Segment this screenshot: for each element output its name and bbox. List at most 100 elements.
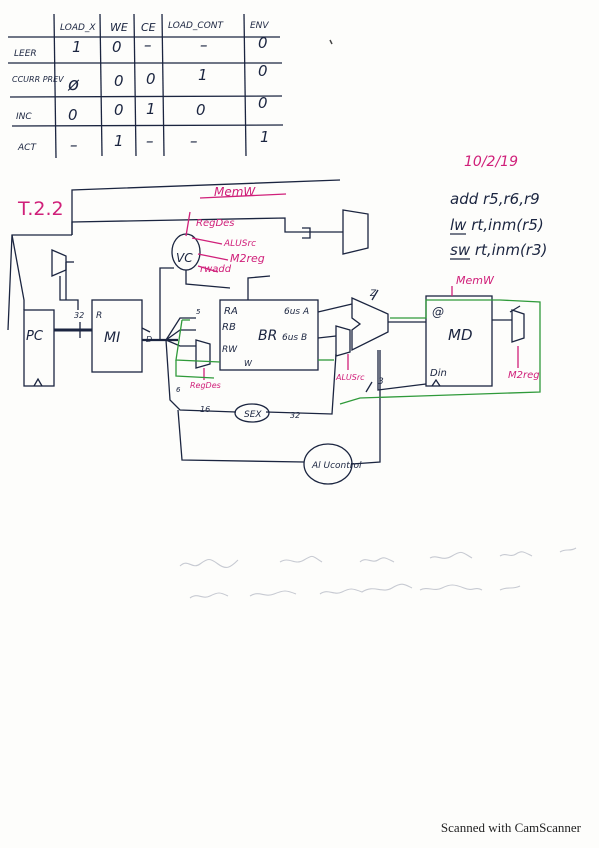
- scanner-watermark: Scanned with CamScanner: [440, 820, 581, 835]
- wire-mux-to-pc: [59, 276, 79, 310]
- table-col-line: [53, 13, 57, 159]
- cell-leer-ce: –: [144, 36, 152, 54]
- md-box: [425, 295, 493, 387]
- pc-box: [23, 309, 55, 387]
- label-md: MD: [448, 326, 473, 344]
- sig-rwadd: [197, 265, 219, 273]
- wire-d-tick: [141, 327, 151, 333]
- wire-br-top: [247, 275, 271, 300]
- wire-zero: [371, 289, 379, 301]
- wire-3-tick: [365, 381, 373, 393]
- row-label-act: ACT: [17, 143, 37, 153]
- green-loop: [339, 299, 541, 405]
- label-5: 5: [196, 308, 201, 316]
- instruction-notes: 10/2/19 add r5,r6,r9 lw rt,inm(r5) sw rt…: [450, 154, 547, 259]
- th-we: WE: [110, 21, 128, 34]
- label-32a: 32: [74, 311, 84, 320]
- label-alusrc: ALUSrc: [223, 239, 256, 249]
- table-col-line: [161, 13, 165, 157]
- label-vc: VC: [176, 251, 193, 265]
- table-col-line: [243, 13, 247, 157]
- pc-clock: [33, 377, 43, 387]
- th-env: ENV: [250, 21, 269, 31]
- label-at: @: [432, 305, 444, 319]
- sig-alusrc: [191, 237, 223, 245]
- wire-busa: [317, 303, 353, 313]
- stray-mark: [329, 39, 333, 45]
- wire-sext-to-mux: [265, 353, 337, 415]
- label-3: 3: [378, 377, 384, 387]
- sig-m2reg: [197, 253, 229, 261]
- wire-left-down: [11, 234, 25, 310]
- cell-ccurr-we: 0: [114, 72, 124, 90]
- label-memw-right: MemW: [456, 274, 495, 287]
- cell-leer-we: 0: [112, 38, 122, 56]
- mux-rw: [195, 339, 211, 369]
- cell-ccurr-env: 0: [258, 62, 268, 80]
- label-alucontrol: Al Ucontrol: [311, 461, 362, 471]
- wire-mux-sel: [509, 305, 521, 313]
- label-busa: 6us A: [284, 307, 309, 317]
- label-d: D: [146, 335, 152, 344]
- mux-top-right: [342, 209, 369, 255]
- green-regdes: [175, 360, 215, 379]
- row-label-ccurr: CCURR PREV: [12, 75, 64, 84]
- cell-inc-ce: 1: [146, 100, 156, 118]
- label-rw: RW: [222, 345, 238, 355]
- control-table: [8, 13, 284, 159]
- cell-inc-loadx: 0: [68, 106, 78, 124]
- wire-vc-down: [185, 270, 231, 289]
- label-32b: 32: [290, 411, 300, 420]
- label-regdes: RegDes: [196, 218, 235, 229]
- md-clock: [431, 378, 441, 387]
- wire-top-feedback: [71, 179, 341, 235]
- label-memw-top: MemW: [214, 185, 256, 199]
- label-16: 16: [200, 405, 210, 414]
- cell-ccurr-ce: 0: [146, 70, 156, 88]
- label-regdes-bottom: RegDes: [190, 381, 221, 390]
- wire-to-rw: [165, 339, 196, 347]
- wire-top-second: [71, 217, 312, 235]
- table-row-line: [9, 95, 283, 98]
- cell-inc-we: 0: [114, 101, 124, 119]
- adder-stub: [302, 227, 311, 239]
- notes-date: 10/2/19: [464, 154, 518, 170]
- cell-act-loadx: –: [70, 136, 78, 154]
- wire-busb: [317, 335, 337, 339]
- th-load-cont: LOAD_CONT: [168, 21, 225, 31]
- br-box: [219, 299, 319, 371]
- th-ce: CE: [141, 21, 156, 34]
- label-pc: PC: [26, 329, 44, 344]
- label-w: W: [244, 359, 253, 368]
- mux-alusrc: [335, 325, 351, 357]
- row-label-leer: LEER: [14, 49, 37, 59]
- cell-inc-env: 0: [258, 94, 268, 112]
- sext-ellipse: [234, 403, 270, 423]
- wire-alu-to-din: [377, 350, 427, 391]
- sig-memw-top: [185, 211, 191, 237]
- cell-leer-env: 0: [258, 34, 268, 52]
- label-rb: RB: [222, 322, 236, 333]
- green-alu-md: [390, 299, 500, 319]
- wire-imm: [165, 339, 237, 413]
- bleed-through: [179, 547, 577, 599]
- sig-memw-line: [199, 193, 287, 199]
- label-z: Z: [369, 289, 377, 299]
- notes-add: add r5,r6,r9: [450, 190, 540, 208]
- wire-aluctrl-alu: [351, 350, 381, 465]
- label-m2reg-right: M2reg: [508, 370, 540, 381]
- table-row-line: [11, 124, 284, 127]
- th-load-x: LOAD_X: [60, 23, 96, 33]
- wire-to-rb: [165, 329, 196, 341]
- mi-box: [91, 299, 143, 373]
- cell-leer-loadcont: –: [200, 36, 208, 54]
- cell-inc-loadcont: 0: [196, 101, 206, 119]
- notes-lw: lw rt,inm(r5): [450, 216, 544, 234]
- cell-leer-loadx: 1: [72, 38, 82, 56]
- label-ra: RA: [224, 306, 238, 317]
- datapath-wires: [7, 179, 525, 485]
- wire-to-ra: [165, 317, 196, 341]
- label-6: 6: [176, 386, 181, 394]
